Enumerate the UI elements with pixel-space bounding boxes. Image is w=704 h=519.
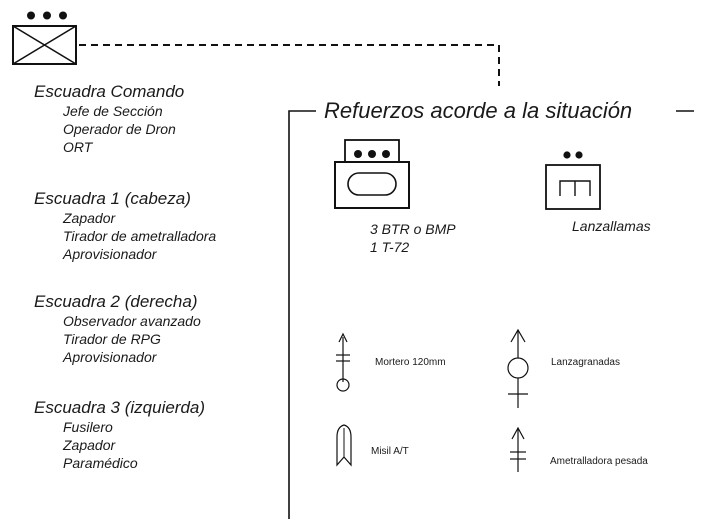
squad-command: Escuadra Comando Jefe de Sección Operado… — [34, 82, 184, 156]
squad-member: Fusilero — [63, 419, 113, 435]
squad-1: Escuadra 1 (cabeza) Zapador Tirador de a… — [34, 189, 216, 263]
grenade-launcher-symbol — [507, 328, 529, 408]
grenade-launcher-label: Lanzagranadas — [551, 357, 620, 368]
heavy-machine-gun-symbol — [510, 426, 526, 472]
squad-title: Escuadra 1 (cabeza) — [34, 189, 191, 208]
reinforcements-title: Refuerzos acorde a la situación — [318, 98, 639, 124]
squad-member: Observador avanzado — [63, 313, 201, 329]
squad-member: ORT — [63, 139, 93, 155]
mortar-label: Mortero 120mm — [375, 357, 446, 368]
squad-3: Escuadra 3 (izquierda) Fusilero Zapador … — [34, 398, 205, 472]
squad-member: Paramédico — [63, 455, 138, 471]
squad-member: Aprovisionador — [63, 246, 157, 262]
squad-member: Zapador — [63, 210, 116, 226]
antitank-missile-label: Misil A/T — [371, 446, 409, 457]
squad-member: Tirador de RPG — [63, 331, 161, 347]
flamethrower-label: Lanzallamas — [572, 218, 651, 234]
mortar-symbol — [336, 332, 350, 392]
antitank-missile-symbol — [336, 424, 352, 467]
heavy-machine-gun-label: Ametralladora pesada — [550, 456, 648, 467]
reinforcement-frame — [288, 110, 316, 519]
squad-title: Escuadra Comando — [34, 82, 185, 101]
armor-label: 3 BTR o BMP 1 T-72 — [370, 220, 456, 256]
armor-label-line: 3 BTR o BMP — [370, 221, 456, 237]
squad-member: Aprovisionador — [63, 349, 157, 365]
flamethrower-symbol — [545, 151, 601, 210]
squad-member: Jefe de Sección — [63, 103, 163, 119]
infantry-platoon-symbol — [12, 11, 77, 65]
squad-member: Zapador — [63, 437, 116, 453]
squad-title: Escuadra 2 (derecha) — [34, 292, 198, 311]
armor-label-line: 1 T-72 — [370, 239, 410, 255]
squad-2: Escuadra 2 (derecha) Observador avanzado… — [34, 292, 201, 366]
squad-member: Tirador de ametralladora — [63, 228, 217, 244]
armor-platoon-symbol — [334, 139, 410, 209]
squad-title: Escuadra 3 (izquierda) — [34, 398, 206, 417]
dashed-connector — [79, 44, 500, 86]
squad-member: Operador de Dron — [63, 121, 176, 137]
